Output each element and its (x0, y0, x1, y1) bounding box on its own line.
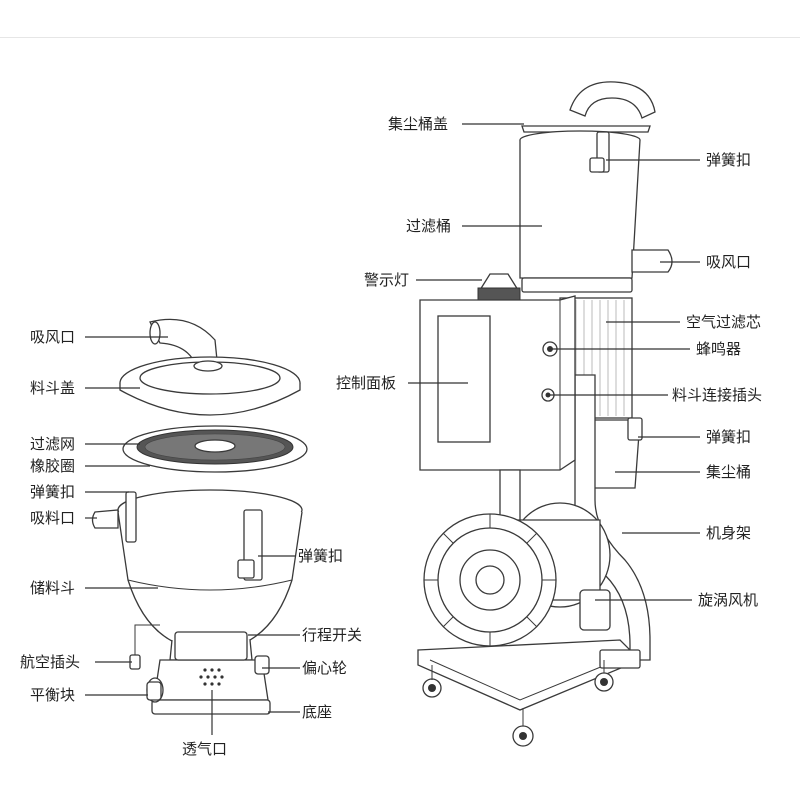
label-spring-clip-right: 弹簧扣 (298, 547, 344, 565)
label-warning-light: 警示灯 (364, 271, 410, 289)
label-dust-bucket-lid: 集尘桶盖 (388, 115, 449, 133)
label-spring-clip-mid: 弹簧扣 (706, 428, 752, 446)
warning-light-drawing (477, 273, 521, 301)
base-drawing (129, 624, 271, 715)
label-aviation-plug: 航空插头 (20, 653, 81, 671)
label-spring-clip-top: 弹簧扣 (706, 151, 752, 169)
label-eccentric-wheel: 偏心轮 (302, 659, 348, 677)
vortex-blower-drawing (423, 502, 611, 647)
label-hopper-lid: 料斗盖 (30, 379, 76, 397)
label-hopper-connector-plug: 料斗连接插头 (672, 386, 763, 404)
top-divider (0, 37, 800, 38)
cart-base-drawing (417, 639, 642, 747)
label-air-filter-core: 空气过滤芯 (686, 313, 762, 331)
label-suction-port: 吸风口 (706, 253, 752, 271)
storage-hopper-drawing (91, 489, 303, 661)
label-filter-mesh: 过滤网 (30, 435, 76, 453)
label-filter-bucket: 过滤桶 (406, 217, 452, 235)
label-buzzer: 蜂鸣器 (696, 340, 742, 358)
label-balance-block: 平衡块 (30, 686, 76, 704)
filter-mesh-drawing (122, 425, 308, 473)
label-spring-clip-left: 弹簧扣 (30, 483, 76, 501)
label-frame: 机身架 (706, 524, 752, 542)
control-box-drawing (419, 295, 576, 521)
label-storage-hopper: 储料斗 (30, 579, 76, 597)
label-suction-inlet: 吸料口 (30, 509, 76, 527)
dust-bucket-lid-drawing (521, 81, 656, 133)
label-rubber-ring: 橡胶圈 (30, 457, 76, 475)
label-vortex-blower: 旋涡风机 (698, 591, 759, 609)
left-machine-drawing (91, 318, 308, 715)
dust-bucket-drawing (589, 417, 643, 489)
leader-lines (85, 123, 700, 735)
label-travel-switch: 行程开关 (302, 626, 363, 644)
label-suction-port-top: 吸风口 (30, 328, 76, 346)
label-base: 底座 (302, 703, 333, 721)
right-machine-drawing (417, 81, 673, 747)
hopper-lid-drawing (119, 318, 301, 416)
filter-bucket-drawing (519, 130, 673, 293)
label-dust-bucket: 集尘桶 (706, 463, 752, 481)
label-control-panel: 控制面板 (336, 374, 397, 392)
label-vent: 透气口 (182, 740, 228, 758)
